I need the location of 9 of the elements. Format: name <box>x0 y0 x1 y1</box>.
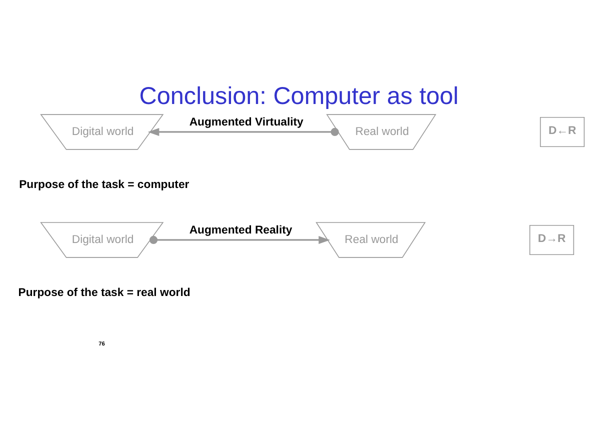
edge-label: Augmented Reality <box>189 224 292 237</box>
node-box: D←R <box>540 116 585 148</box>
label: Purpose of the task = real world <box>18 287 190 300</box>
node-box: D→R <box>529 224 574 255</box>
arrow <box>149 236 330 244</box>
diagram-title: Conclusion: Computer as tool <box>139 82 459 110</box>
label: Purpose of the task = computer <box>19 179 190 192</box>
edge-label: Augmented Virtuality <box>189 116 304 129</box>
arrow <box>148 128 339 136</box>
